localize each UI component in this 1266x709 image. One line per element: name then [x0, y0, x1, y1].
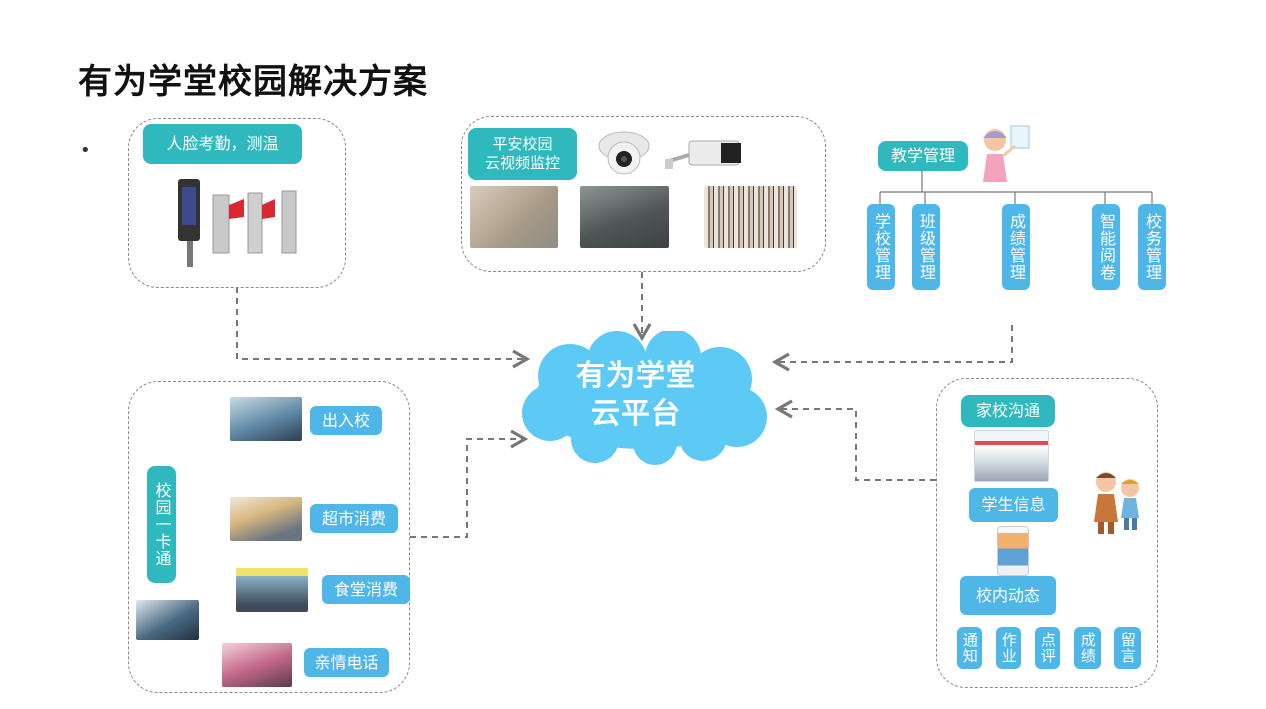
bullet-camera-icon — [665, 140, 741, 169]
home-sub-homework: 作业 — [996, 627, 1021, 669]
teaching-item-school: 学校管理 — [867, 204, 895, 290]
teaching-item-affairs: 校务管理 — [1138, 204, 1166, 290]
teaching-tree — [879, 168, 1153, 204]
cloud-platform-title: 有为学堂 云平台 — [541, 357, 731, 432]
phone-app-image — [997, 526, 1029, 576]
family-icon — [1094, 472, 1139, 534]
arrow-teaching-to-cloud — [771, 325, 1013, 372]
card-item-canteen: 食堂消费 — [322, 575, 410, 604]
home-sub-message: 留言 — [1114, 627, 1141, 669]
canteen-photo — [236, 568, 308, 612]
page-title: 有为学堂校园解决方案 — [78, 62, 428, 102]
cloud-platform-shape — [522, 331, 767, 465]
teaching-item-grades: 成绩管理 — [1002, 204, 1030, 290]
classroom-photo-3 — [704, 186, 797, 248]
card-item-supermarket: 超市消费 — [310, 504, 398, 533]
gate-entry-photo — [230, 397, 302, 441]
cloud-title-line2: 云平台 — [590, 395, 681, 430]
classroom-photo-2 — [580, 186, 669, 248]
classroom-photo-1 — [470, 186, 558, 248]
cloud-title-line1: 有为学堂 — [575, 358, 696, 392]
arrow-home-to-cloud — [774, 399, 936, 481]
dome-camera-icon — [598, 131, 650, 175]
home-school-comm-label: 家校沟通 — [961, 395, 1055, 427]
teaching-label: 教学管理 — [878, 141, 968, 171]
campus-news-button: 校内动态 — [960, 576, 1056, 615]
student-info-button: 学生信息 — [969, 488, 1058, 522]
home-sub-notice: 通知 — [957, 627, 982, 669]
card-payment-photo — [230, 497, 302, 541]
teaching-item-class: 班级管理 — [912, 204, 940, 290]
security-label: 平安校园 云视频监控 — [468, 128, 577, 180]
teaching-item-grading: 智能阅卷 — [1092, 204, 1120, 290]
card-item-entry: 出入校 — [310, 406, 382, 435]
card-item-family-phone: 亲情电话 — [304, 648, 389, 677]
campus-card-label: 校园一卡通 — [147, 466, 176, 583]
face-attendance-label: 人脸考勤，测温 — [143, 124, 302, 164]
card-reader-image — [136, 600, 199, 640]
phone-booth-photo — [222, 643, 292, 687]
face-gate-image — [178, 179, 297, 267]
home-sub-comment: 点评 — [1035, 627, 1060, 669]
home-sub-grades: 成绩 — [1074, 627, 1101, 669]
bullet-mark: • — [80, 140, 91, 161]
teacher-icon — [983, 125, 1030, 182]
arrow-face-to-cloud — [236, 287, 531, 369]
app-screenshot-image — [974, 430, 1049, 482]
